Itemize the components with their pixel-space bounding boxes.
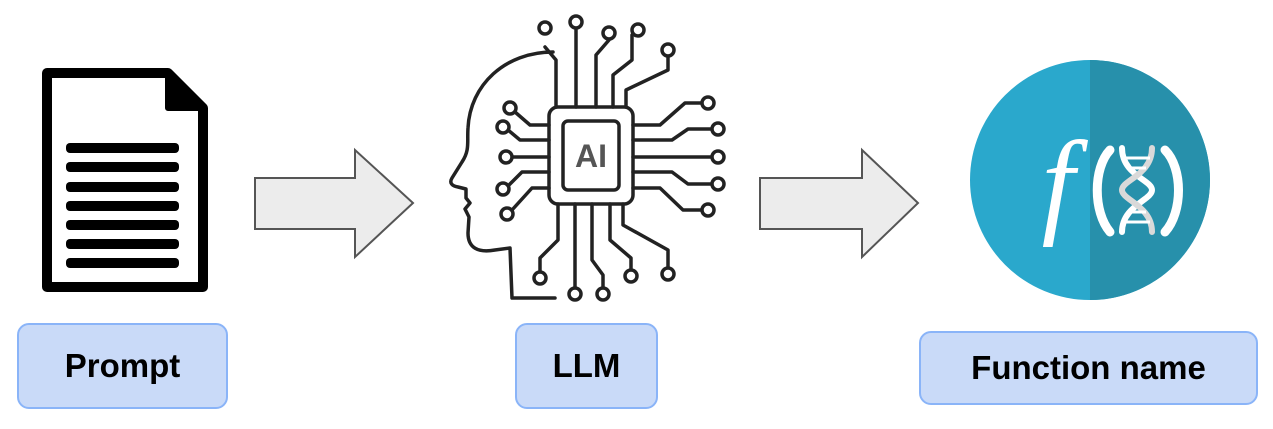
arrow-llm-to-function — [759, 147, 920, 260]
document-icon — [42, 68, 208, 292]
llm-label-box: LLM — [515, 323, 658, 409]
function-name-label: Function name — [971, 349, 1206, 386]
prompt-label: Prompt — [64, 347, 181, 384]
prompt-label-box: Prompt — [17, 323, 228, 409]
function-dna-icon — [970, 60, 1210, 300]
chip-label: AI — [575, 138, 607, 174]
llm-label: LLM — [552, 347, 621, 384]
arrow-prompt-to-llm — [254, 147, 415, 260]
ai-brain-chip-icon — [449, 14, 726, 302]
function-name-label-box: Function name — [919, 331, 1258, 405]
